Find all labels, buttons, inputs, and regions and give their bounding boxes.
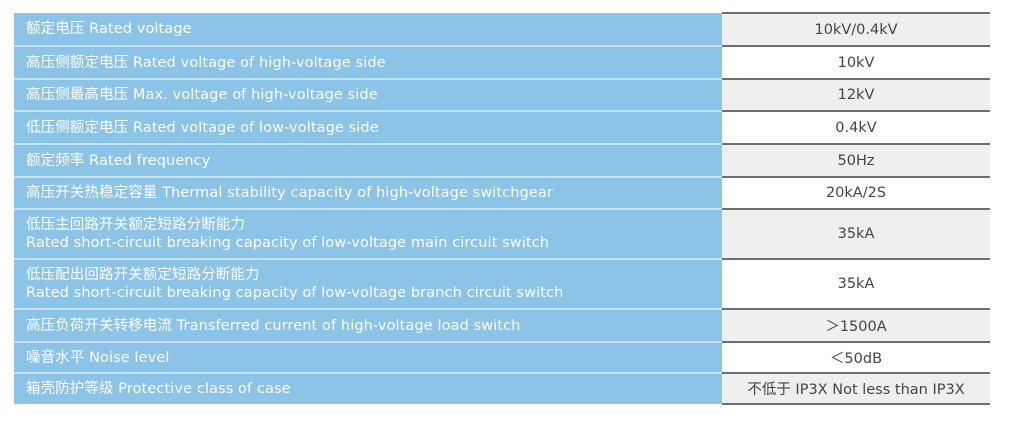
row-value: 0.4kV [722, 110, 990, 144]
row-value: 10kV/0.4kV [722, 12, 990, 46]
row-label: 低压侧额定电压 Rated voltage of low-voltage sid… [14, 111, 722, 145]
row-label: 噪音水平 Noise level [14, 342, 722, 374]
table-row: 高压负荷开关转移电流 Transferred current of high-v… [14, 308, 990, 343]
row-label: 高压侧最高电压 Max. voltage of high-voltage sid… [14, 79, 722, 112]
row-label-en: Rated short-circuit breaking capacity of… [26, 235, 550, 251]
row-value: 50Hz [722, 143, 990, 177]
row-label: 低压配出回路开关额定短路分断能力 Rated short-circuit bre… [14, 259, 722, 310]
table-row: 低压侧额定电压 Rated voltage of low-voltage sid… [14, 110, 990, 145]
row-value: 不低于 IP3X Not less than IP3X [722, 372, 990, 405]
row-label: 额定频率 Rated frequency [14, 144, 722, 178]
row-value: 35kA [722, 208, 990, 259]
table-row: 噪音水平 Noise level ＜50dB [14, 341, 990, 374]
row-label: 额定电压 Rated voltage [14, 13, 722, 47]
row-label-cn: 低压配出回路开关额定短路分断能力 [26, 267, 260, 283]
table-row: 额定电压 Rated voltage 10kV/0.4kV [14, 12, 990, 47]
row-label: 箱壳防护等级 Protective class of case [14, 373, 722, 404]
row-label-en: Rated short-circuit breaking capacity of… [26, 285, 564, 301]
row-label: 低压主回路开关额定短路分断能力 Rated short-circuit brea… [14, 209, 722, 260]
row-value: 20kA/2S [722, 176, 990, 209]
row-label: 高压开关热稳定容量 Thermal stability capacity of … [14, 177, 722, 210]
row-label: 高压侧额定电压 Rated voltage of high-voltage si… [14, 46, 722, 80]
table-row: 高压侧额定电压 Rated voltage of high-voltage si… [14, 45, 990, 80]
specification-table: 额定电压 Rated voltage 10kV/0.4kV 高压侧额定电压 Ra… [14, 12, 990, 405]
table-row: 低压配出回路开关额定短路分断能力 Rated short-circuit bre… [14, 258, 990, 310]
row-value: ＜50dB [722, 341, 990, 373]
table-row: 高压开关热稳定容量 Thermal stability capacity of … [14, 176, 990, 210]
row-value: 12kV [722, 78, 990, 111]
table-row: 箱壳防护等级 Protective class of case 不低于 IP3X… [14, 372, 990, 405]
table-row: 额定频率 Rated frequency 50Hz [14, 143, 990, 178]
row-value: 10kV [722, 45, 990, 79]
row-value: 35kA [722, 258, 990, 309]
row-label: 高压负荷开关转移电流 Transferred current of high-v… [14, 309, 722, 343]
table-row: 高压侧最高电压 Max. voltage of high-voltage sid… [14, 78, 990, 112]
row-value: ＞1500A [722, 308, 990, 342]
table-row: 低压主回路开关额定短路分断能力 Rated short-circuit brea… [14, 208, 990, 260]
row-label-cn: 低压主回路开关额定短路分断能力 [26, 217, 245, 233]
